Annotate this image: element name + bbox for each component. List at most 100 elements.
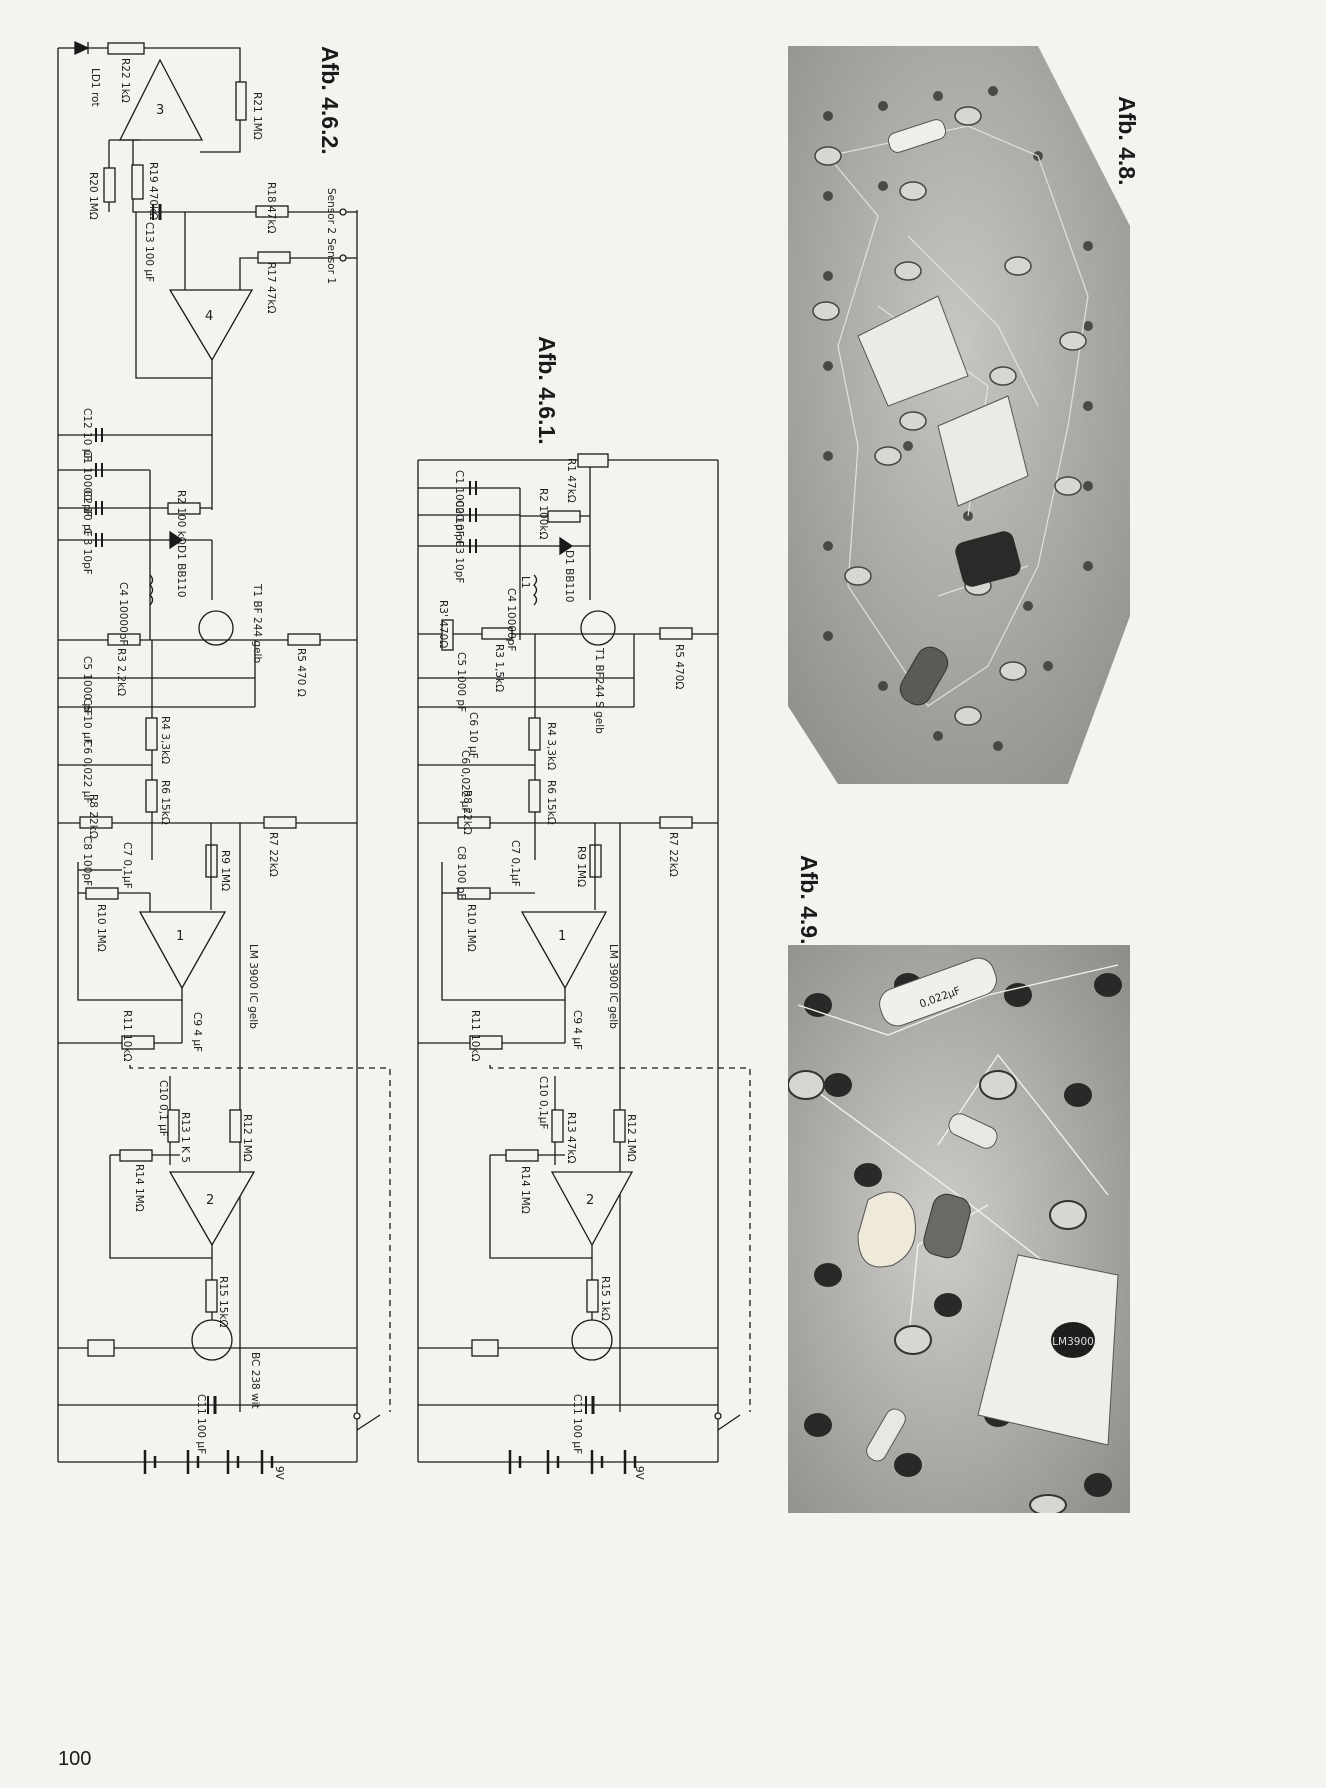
resistor-r5-461-icon [659, 627, 693, 640]
label-c12: C12 10 µF [81, 408, 93, 461]
resistor-r12-462-icon [229, 1109, 242, 1143]
label-r9-462: R9 1MΩ [219, 850, 231, 891]
resistor-r19-icon [131, 164, 144, 200]
ic-board-photo [977, 1254, 1119, 1446]
resistor-r14-462-icon [119, 1149, 153, 1162]
label-c11-462: C11 100 µF [195, 1394, 207, 1454]
label-r22: R22 1kΩ [119, 58, 131, 103]
label-c6b-461: C6 0,022 µF [459, 750, 471, 813]
resistor-r10-462-icon [85, 887, 119, 900]
label-c7-461: C7 0,1µF [509, 840, 521, 887]
resistor-r13-462-icon [167, 1109, 180, 1143]
battery-461-icon [508, 1450, 637, 1474]
switch-462-icon [353, 1412, 361, 1420]
coil-terminals [812, 106, 1087, 726]
page-number: 100 [58, 1748, 92, 1770]
photo-afb-4-8 [788, 46, 1130, 784]
label-sensor2: Sensor 2 [325, 188, 337, 234]
label-r13-462: R13 1 K 5 [179, 1112, 191, 1163]
label-t1-461: T1 BF244 S gelb [593, 647, 605, 734]
label-c10-462: C10 0,1 µF [157, 1080, 169, 1137]
resistor-r4-461-icon [528, 717, 541, 751]
label-c3-462: C 3 10pF [81, 528, 93, 575]
opamp-1-462-number: 1 [176, 929, 184, 944]
label-c4-462: C4 10000pF [117, 582, 129, 645]
opamp-4-number: 4 [205, 309, 213, 324]
label-d1-462: D1 BB110 [175, 545, 187, 598]
resistor-r15-461-icon [586, 1279, 599, 1313]
label-c6b-462: C6 0,022 µF [81, 740, 93, 803]
diode-d1-461-icon [559, 536, 574, 556]
label-r17: R17 47kΩ [265, 262, 277, 313]
battery-462-icon [143, 1450, 274, 1474]
label-c5-461: C5 1000 pF [455, 652, 467, 712]
photo-afb-4-9: 0,022µF LM3900 [788, 945, 1130, 1513]
label-c8-461: C8 100 pF [455, 846, 467, 899]
resistor-r7-462-icon [263, 816, 297, 829]
label-c1-461: C1 10000 pF [453, 470, 465, 537]
label-r11-461: R11 10kΩ [469, 1010, 481, 1061]
pegboard-holes [823, 86, 1093, 751]
label-ld1: LD1 rot [89, 68, 101, 107]
label-r18: R18 47kΩ [265, 182, 277, 233]
resistor-r8-461-icon [457, 816, 491, 829]
label-r14-462: R14 1MΩ [133, 1164, 145, 1212]
label-r10-461: R10 1MΩ [465, 904, 477, 952]
label-t1-462: T1 BF 244 gelb [251, 583, 263, 663]
caption-afb-4-9: Afb. 4.9. [796, 855, 822, 945]
potmeter-r1-461-icon [577, 453, 609, 468]
resistor-r6-461-icon [528, 779, 541, 813]
label-r21: R21 1MΩ [251, 92, 263, 140]
opamp-1-462-icon [138, 911, 227, 990]
resistor-r2-461-icon [547, 510, 581, 523]
speaker-461-icon [471, 1339, 499, 1357]
label-r19: R19 470kΩ [147, 162, 159, 220]
resistor-r13-461-icon [551, 1109, 564, 1143]
capacitor-022-photo: 0,022µF [879, 957, 997, 1027]
label-r4-462: R4 3,3kΩ [159, 716, 171, 764]
opamp-2-462-number: 2 [206, 1193, 214, 1208]
resistor-r4-462-icon [145, 717, 158, 751]
resistor-r14-461-icon [505, 1149, 539, 1162]
label-r5-461: R5 470Ω [673, 644, 685, 689]
label-c3-461: C3 10pF [453, 540, 465, 583]
label-r4-461: R4 3,3kΩ [545, 722, 557, 770]
resistor-r8-462-icon [79, 816, 113, 829]
label-r2-462: R2 100 kΩ [175, 490, 187, 545]
coil-terminals-2 [788, 1070, 1087, 1513]
ceramic-cap-photo [857, 1191, 916, 1268]
label-l1-461: L1 [519, 576, 531, 589]
label-supply-461: 9V [633, 1466, 645, 1481]
opamp-4-icon [168, 289, 254, 362]
transistor-bc238-icon [191, 1319, 233, 1361]
label-r9-461: R9 1MΩ [575, 846, 587, 887]
opamp-3-number: 3 [156, 103, 164, 118]
label-c9-462: C9 4 µF [191, 1012, 203, 1052]
label-c13: C13 100 µF [143, 222, 155, 282]
wires-2 [797, 964, 1119, 1346]
resistor-r3prime-461-icon [441, 619, 454, 651]
label-c9-461: C9 4 µF [571, 1010, 583, 1050]
label-r8-461: R8 22kΩ [461, 790, 473, 835]
resistor-r12-461-icon [613, 1109, 626, 1143]
capacitor-component [887, 119, 947, 153]
label-r1-461: R1 47kΩ [565, 458, 577, 503]
label-c11-461: C11 100 µF [571, 1394, 583, 1454]
sensor1-contact [339, 254, 347, 262]
label-c7-462: C7 0,1µF [121, 842, 133, 889]
resistor-r3-462-icon [107, 633, 141, 646]
ic-chip-photo [1051, 1322, 1095, 1358]
resistor-r21-icon [235, 81, 247, 121]
label-c2-462: C2 10 pF [81, 490, 93, 537]
label-r6-461: R6 15kΩ [545, 780, 557, 825]
resistor-r22-icon [107, 42, 145, 55]
led-ld1-icon [74, 40, 90, 56]
label-r12-462: R12 1MΩ [241, 1114, 253, 1162]
coil-l1-462-icon [149, 574, 154, 606]
label-c6a-461: C6 10 µF [467, 712, 479, 759]
potmeter-component [955, 531, 1021, 587]
resistor-r3-461-icon [481, 627, 513, 640]
label-r15-462: R15 15kΩ [217, 1276, 229, 1327]
label-c6a-462: C6 10 µF [81, 698, 93, 745]
fet-t1-462-icon [198, 610, 234, 646]
